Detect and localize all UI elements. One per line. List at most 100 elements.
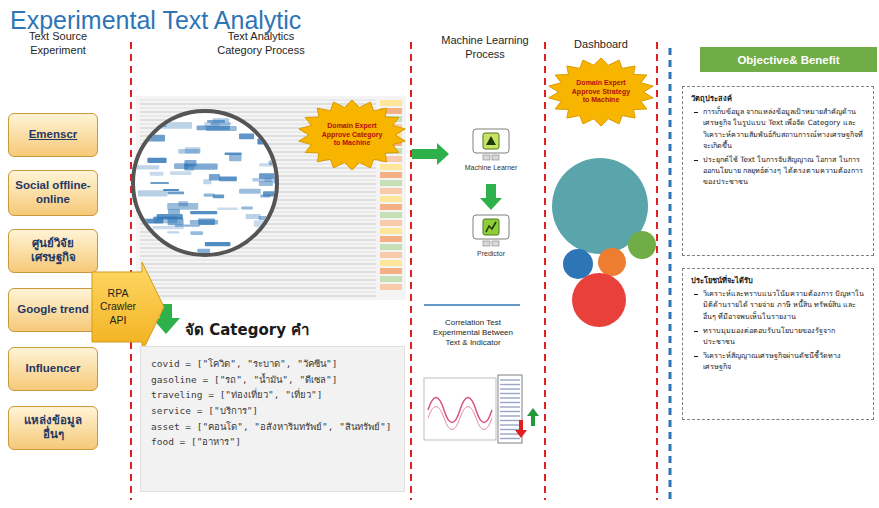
bubble xyxy=(572,273,626,327)
table-row xyxy=(500,393,520,394)
starburst-fill xyxy=(299,100,405,170)
column-heading: Machine Learning Process xyxy=(430,34,540,62)
cloud-word xyxy=(170,171,191,175)
cloud-word xyxy=(154,216,177,223)
cloud-word xyxy=(246,214,261,219)
sheet-cell xyxy=(380,220,402,226)
bubble xyxy=(563,249,593,279)
column-heading: Text Analytics Category Process xyxy=(205,30,317,58)
cloud-word xyxy=(203,179,211,184)
table-row xyxy=(500,415,520,416)
cloud-word xyxy=(259,163,273,166)
section-heading: จัด Category คำ xyxy=(185,318,309,342)
cloud-word xyxy=(239,133,254,139)
panel-heading: วัตถุประสงค์ xyxy=(691,93,865,104)
sheet-cell xyxy=(380,180,402,186)
cloud-word xyxy=(190,220,218,225)
cloud-word xyxy=(168,209,180,214)
port xyxy=(483,155,490,160)
bullet-text: วิเคราะห์สัญญาณเศรษฐกิจผ่านดัชนีชี้วัดทา… xyxy=(691,350,865,372)
sheet-cell xyxy=(380,204,402,210)
sheet-row xyxy=(140,291,376,292)
node-text: ศูนย์วิจัยเศรษฐกิจ xyxy=(9,233,97,269)
node-text: Influencer xyxy=(21,358,86,380)
red-divider xyxy=(130,42,132,500)
cloud-word xyxy=(259,173,280,179)
cloud-word xyxy=(184,164,217,170)
arrow-body xyxy=(92,262,164,352)
cloud-word xyxy=(229,154,241,161)
sheet-cell xyxy=(380,244,402,250)
cloud-word xyxy=(153,226,184,229)
port xyxy=(492,155,499,160)
sheet-row xyxy=(140,279,376,280)
bullet-text: การเก็บข้อมูล จากแหล่งข้อมูลเป้าหมายสำคั… xyxy=(691,106,865,151)
sheet-row xyxy=(140,259,376,260)
sheet-row xyxy=(140,295,376,296)
crawler-arrow: RPA Crawler API xyxy=(92,262,164,352)
port xyxy=(483,241,490,246)
node-text: Predictor xyxy=(477,250,505,257)
table-row xyxy=(500,388,520,389)
ml-icon xyxy=(471,214,511,248)
sheet-row xyxy=(140,103,376,104)
sheet-cell xyxy=(380,276,402,282)
divider-lines xyxy=(131,42,670,500)
cloud-word xyxy=(213,194,224,198)
cloud-word xyxy=(168,192,185,195)
cloud-word xyxy=(254,220,277,227)
panel-heading: ประโยชน์ที่จะได้รับ xyxy=(691,275,865,286)
cloud-word xyxy=(234,250,258,254)
sheet-cell xyxy=(380,188,402,194)
correlation-chart xyxy=(424,375,539,443)
sheet-row xyxy=(140,271,376,272)
cloud-word xyxy=(219,177,237,182)
cloud-word xyxy=(217,208,238,210)
icon-core xyxy=(483,133,499,149)
node-text: Domain Expert Approve Category to Machin… xyxy=(319,122,386,147)
sheet-row xyxy=(140,263,376,264)
cloud-word xyxy=(160,122,192,129)
red-divider xyxy=(656,42,658,500)
bubble xyxy=(598,248,626,276)
code-line: covid = ["โควิด", "ระบาด", "วัคซีน"] xyxy=(151,356,394,372)
table-row xyxy=(500,406,520,407)
approval-starburst: Domain Expert Approve Category to Machin… xyxy=(298,100,406,170)
cloud-word xyxy=(190,231,203,235)
sheet-cell xyxy=(380,260,402,266)
sheet-cell xyxy=(380,284,402,290)
cloud-word xyxy=(197,249,210,253)
sheet-cell xyxy=(380,100,402,106)
source-box: ศูนย์วิจัยเศรษฐกิจ xyxy=(8,229,98,273)
sheet-row xyxy=(140,99,376,100)
cloud-word xyxy=(260,195,270,198)
sheet-cell xyxy=(380,228,402,234)
bubble-chart xyxy=(552,158,656,327)
cloud-word xyxy=(150,172,164,176)
cloud-word xyxy=(167,231,179,233)
starburst-fill xyxy=(549,58,653,126)
sheet-row xyxy=(140,275,376,276)
node-text: Objective& Benefit xyxy=(731,52,845,68)
column-heading: Text Source Experiment xyxy=(8,30,108,58)
source-box: Influencer xyxy=(8,347,98,391)
cloud-word xyxy=(241,206,253,209)
red-divider xyxy=(410,42,412,500)
cloud-word xyxy=(147,125,160,129)
objective-panel: วัตถุประสงค์การเก็บข้อมูล จากแหล่งข้อมูล… xyxy=(682,86,874,256)
cloud-word xyxy=(163,189,179,191)
chart-frame xyxy=(424,378,496,440)
table-row xyxy=(500,424,520,425)
objective-header: Objective& Benefit xyxy=(700,47,877,72)
flow-arrow xyxy=(412,143,449,165)
icon-frame xyxy=(473,215,509,239)
table-row xyxy=(500,411,520,412)
chart-wave xyxy=(428,407,492,430)
down-arrow-red xyxy=(515,420,527,438)
code-line: asset = ["คอนโด", "อสังหาริมทรัพย์", "สิ… xyxy=(151,419,394,435)
code-line: service = ["บริการ"] xyxy=(151,403,394,419)
blue-divider xyxy=(669,48,672,500)
sheet-cell xyxy=(380,196,402,202)
